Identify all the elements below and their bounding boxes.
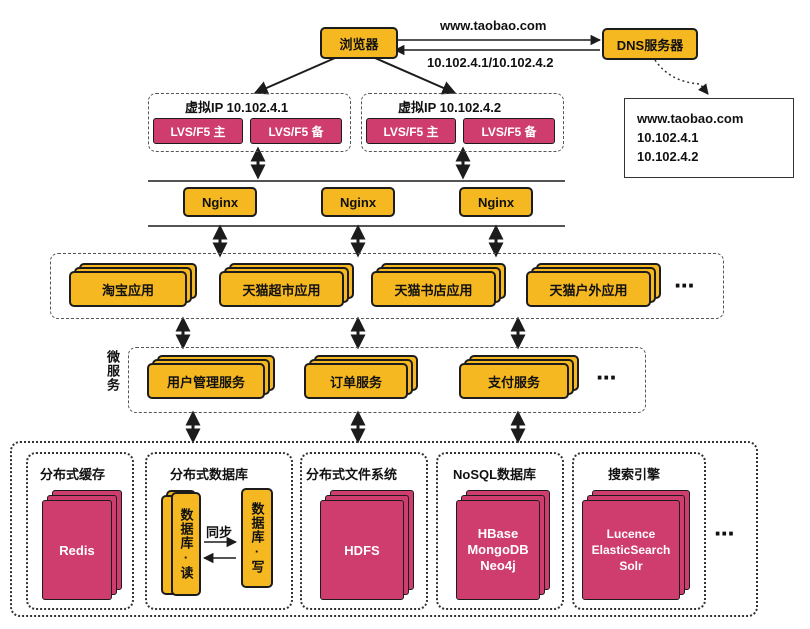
fs-group [300, 452, 428, 610]
vip1-master: LVS/F5 主 [153, 118, 243, 144]
storage-layer [10, 441, 758, 617]
dns-result-box: www.taobao.com 10.102.4.1 10.102.4.2 [624, 98, 794, 178]
dns-result-link [654, 59, 709, 95]
vip-title-2: 虚拟IP 10.102.4.2 [398, 100, 502, 115]
vip1-backup: LVS/F5 备 [250, 118, 342, 144]
ip-label: 10.102.4.1/10.102.4.2 [427, 55, 554, 70]
app-layer [50, 253, 724, 319]
db-group [145, 452, 293, 610]
service-layer [128, 347, 646, 413]
nginx-node-1: Nginx [183, 187, 257, 217]
nosql-group [436, 452, 564, 610]
fs-hdfs: HDFS [320, 500, 404, 600]
app-tmall-market: 天猫超市应用 [219, 271, 344, 307]
nosql-items: HBase MongoDB Neo4j [456, 500, 540, 600]
dns-result-domain: www.taobao.com [637, 111, 744, 126]
vip-group-2 [361, 93, 564, 152]
vip-group-1 [148, 93, 351, 152]
nginx-node-3: Nginx [459, 187, 533, 217]
cache-group [26, 452, 134, 610]
cache-title: 分布式缓存 [40, 467, 106, 482]
db-sync-label: 同步 [206, 525, 233, 540]
vip2-master: LVS/F5 主 [366, 118, 456, 144]
vip2-backup: LVS/F5 备 [463, 118, 555, 144]
micro-label: 微服务 [105, 350, 120, 392]
search-title: 搜索引擎 [608, 467, 661, 482]
db-write: 数据库·写 [241, 488, 273, 588]
dns-result-ip1: 10.102.4.1 [637, 130, 699, 145]
apps-more: ··· [674, 270, 696, 300]
search-items: Lucence ElasticSearch Solr [582, 500, 680, 600]
app-taobao: 淘宝应用 [69, 271, 187, 307]
db-title: 分布式数据库 [170, 467, 249, 482]
dns-result-ip2: 10.102.4.2 [637, 149, 699, 164]
nginx-node-2: Nginx [321, 187, 395, 217]
storage-more: ··· [714, 518, 736, 548]
dns-server-node: DNS服务器 [602, 28, 698, 60]
search-group [572, 452, 706, 610]
svc-user-mgmt: 用户管理服务 [147, 363, 265, 399]
fs-title: 分布式文件系统 [306, 467, 398, 482]
arrow-browser-to-vip2 [374, 57, 457, 95]
domain-label: www.taobao.com [440, 18, 547, 33]
arrow-browser-to-vip1 [253, 57, 336, 95]
app-tmall-book: 天猫书店应用 [371, 271, 496, 307]
services-more: ··· [596, 362, 618, 392]
vip-title-1: 虚拟IP 10.102.4.1 [185, 100, 289, 115]
svc-payment: 支付服务 [459, 363, 569, 399]
browser-node: 浏览器 [320, 27, 398, 59]
app-tmall-outdoor: 天猫户外应用 [526, 271, 651, 307]
cache-redis: Redis [42, 500, 112, 600]
nosql-title: NoSQL数据库 [453, 467, 537, 482]
svc-order: 订单服务 [304, 363, 408, 399]
db-read: 数据库·读 [171, 492, 201, 596]
